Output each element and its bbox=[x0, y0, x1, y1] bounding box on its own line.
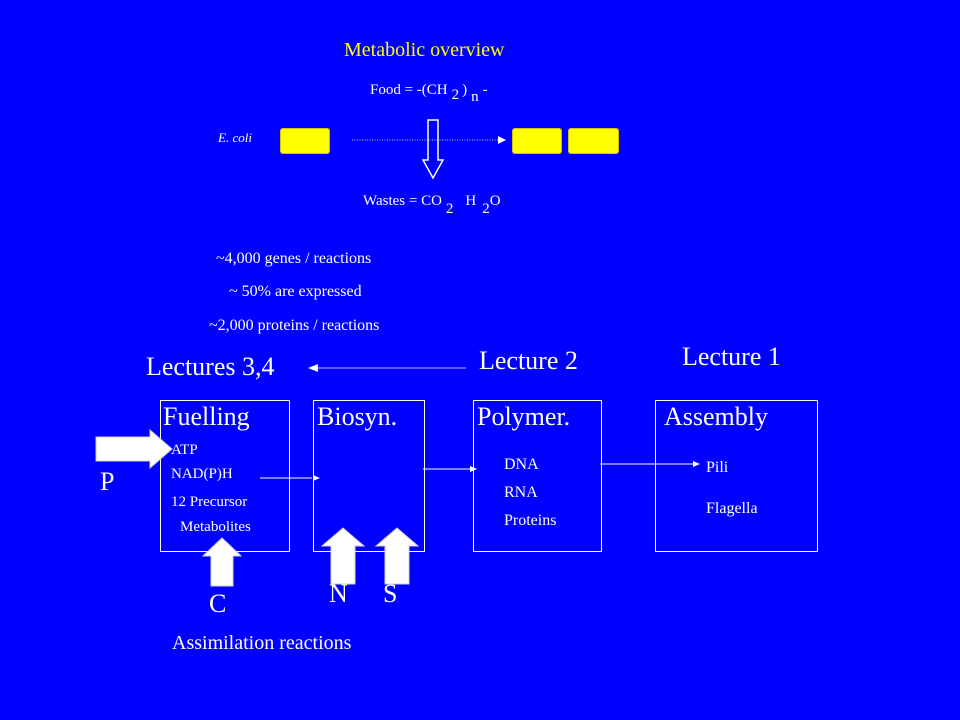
fuelling-item-precursor: 12 Precursor bbox=[171, 494, 248, 510]
waste-down-arrow bbox=[421, 119, 445, 180]
food-formula-suffix: - bbox=[482, 82, 488, 98]
polymer-item-proteins: Proteins bbox=[504, 512, 557, 529]
bacterium-cell-before bbox=[280, 128, 330, 154]
lecture-1-label: Lecture 1 bbox=[682, 342, 781, 371]
polymerization-header: Polymer. bbox=[477, 402, 571, 431]
biosyn-to-polymer-arrow bbox=[423, 466, 477, 472]
fuelling-item-atp: ATP bbox=[171, 442, 198, 458]
polymer-item-dna: DNA bbox=[504, 456, 539, 473]
food-formula-sub-n: n bbox=[471, 89, 479, 105]
lecture-3-4-label: Lectures 3,4 bbox=[146, 352, 275, 381]
fuelling-to-biosyn-arrow bbox=[260, 475, 320, 481]
lecture-2-label: Lecture 2 bbox=[479, 346, 578, 375]
wastes-formula-o: O bbox=[489, 193, 501, 209]
lecture-arrow bbox=[308, 364, 466, 372]
assembly-item-pili: Pili bbox=[706, 459, 729, 476]
wastes-formula-prefix: Wastes = CO bbox=[363, 193, 442, 209]
assembly-item-flagella: Flagella bbox=[706, 500, 758, 517]
organism-label: E. coli bbox=[218, 130, 252, 145]
fact-expressed: ~ 50% are expressed bbox=[229, 283, 362, 300]
input-s-label: S bbox=[383, 579, 398, 608]
input-n-label: N bbox=[329, 579, 348, 608]
assembly-box bbox=[655, 400, 818, 552]
fuelling-header: Fuelling bbox=[163, 402, 250, 431]
fact-proteins: ~2,000 proteins / reactions bbox=[209, 317, 380, 334]
fuelling-item-nadph: NAD(P)H bbox=[171, 466, 233, 482]
p-input-arrow bbox=[95, 428, 173, 470]
assembly-header: Assembly bbox=[664, 402, 768, 431]
fuelling-box bbox=[160, 400, 290, 552]
biosynthesis-header: Biosyn. bbox=[317, 402, 398, 431]
food-formula-sub: 2 bbox=[451, 87, 460, 103]
c-input-arrow bbox=[201, 537, 243, 587]
fact-genes: ~4,000 genes / reactions bbox=[216, 250, 372, 267]
bacterium-cell-daughter-1 bbox=[512, 128, 562, 154]
wastes-formula-h: H bbox=[465, 193, 477, 209]
food-formula-prefix: Food = -(CH bbox=[370, 82, 448, 98]
polymer-to-assembly-arrow bbox=[600, 461, 700, 467]
wastes-formula-sub-co2: 2 bbox=[445, 201, 454, 217]
division-arrow bbox=[352, 136, 506, 144]
polymerization-box bbox=[473, 400, 602, 552]
assimilation-label: Assimilation reactions bbox=[172, 632, 352, 654]
slide-title: Metabolic overview bbox=[344, 39, 505, 61]
s-input-arrow bbox=[374, 527, 420, 585]
wastes-formula-sub-h2o: 2 bbox=[482, 201, 490, 217]
polymer-item-rna: RNA bbox=[504, 484, 538, 501]
fuelling-item-metabolites: Metabolites bbox=[180, 519, 251, 535]
input-p-label: P bbox=[100, 467, 115, 496]
bacterium-cell-daughter-2 bbox=[568, 128, 619, 154]
input-c-label: C bbox=[209, 589, 227, 618]
n-input-arrow bbox=[320, 527, 366, 585]
food-formula-paren: ) bbox=[462, 82, 468, 98]
